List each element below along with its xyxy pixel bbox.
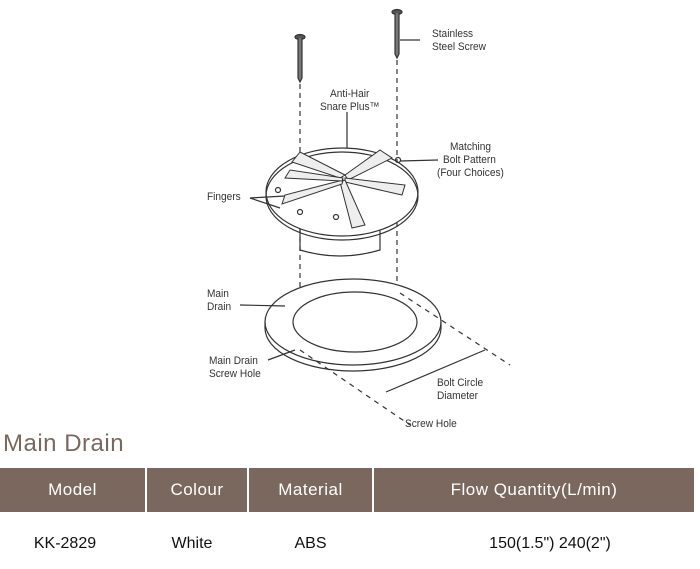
label-drain: Drain — [207, 301, 232, 313]
label-four-choices: (Four Choices) — [437, 167, 504, 179]
cell-colour: White — [171, 535, 213, 552]
header-material: Material — [249, 468, 372, 512]
label-anti-hair: Anti-Hair — [330, 88, 370, 100]
label-snare-plus: Snare Plus™ — [320, 101, 380, 113]
cell-flow-quantity: 150(1.5") 240(2") — [489, 535, 611, 552]
label-stainless: Stainless — [432, 28, 474, 40]
label-bolt-circle: Bolt Circle — [437, 377, 484, 389]
header-flow-quantity: Flow Quantity(L/min) — [374, 468, 694, 512]
cell-material: ABS — [294, 535, 327, 552]
label-bolt-pattern: Bolt Pattern — [443, 154, 496, 166]
label-steel-screw: Steel Screw — [432, 41, 487, 53]
label-main-drain: Main Drain — [209, 355, 258, 367]
label-matching: Matching — [450, 141, 492, 153]
label-fingers: Fingers — [207, 191, 241, 203]
section-title: Main Drain — [3, 430, 125, 457]
exploded-drain-diagram — [239, 8, 511, 426]
label-screw-hole-bottom: Screw Hole — [405, 418, 457, 430]
screw-left-icon — [294, 33, 306, 84]
label-diameter: Diameter — [437, 390, 479, 402]
header-colour: Colour — [147, 468, 247, 512]
label-main: Main — [207, 288, 229, 300]
cell-model: KK-2829 — [33, 535, 97, 552]
label-screw-hole: Screw Hole — [209, 368, 261, 380]
header-model: Model — [0, 468, 145, 512]
screw-right-icon — [391, 8, 403, 60]
